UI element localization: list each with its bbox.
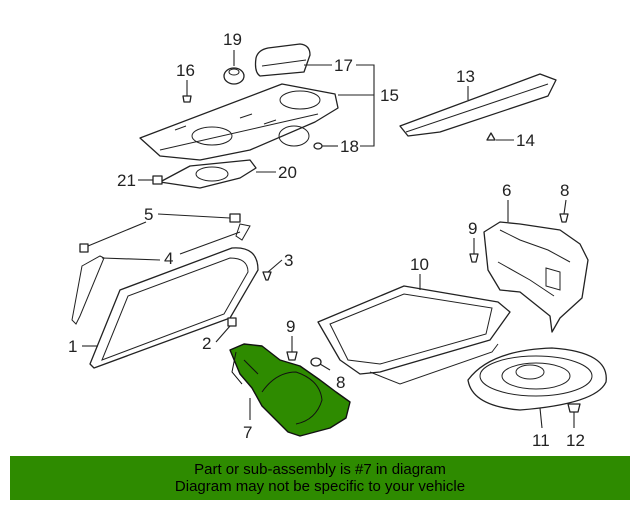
leader-lines xyxy=(82,50,575,429)
part-3-screw xyxy=(262,271,272,281)
part-7-highlighted xyxy=(229,343,351,437)
part-17-pad xyxy=(254,43,311,77)
info-banner: Part or sub-assembly is #7 in diagram Di… xyxy=(10,456,630,500)
part-8-clip-lower xyxy=(310,357,322,367)
banner-line-disclaimer: Diagram may not be specific to your vehi… xyxy=(174,478,466,495)
callout-7: 7 xyxy=(243,423,252,442)
callout-19: 19 xyxy=(223,30,242,49)
callout-15: 15 xyxy=(380,86,399,105)
callout-14: 14 xyxy=(516,131,535,150)
callout-10: 10 xyxy=(410,255,429,274)
part-13-panel xyxy=(399,73,557,137)
banner-line-part: Part or sub-assembly is #7 in diagram xyxy=(194,461,446,478)
part-8-clip-upper xyxy=(559,213,569,223)
callout-labels: 19 16 17 15 18 20 21 13 14 5 4 3 2 1 6 8… xyxy=(68,30,585,450)
part-6-side-trim xyxy=(483,221,589,333)
callout-8-upper: 8 xyxy=(560,181,569,200)
callout-17: 17 xyxy=(334,56,353,75)
part-12-clip xyxy=(567,403,581,413)
part-19-clip xyxy=(223,67,245,85)
part-21-clip xyxy=(152,175,163,185)
part-11-tire-cover xyxy=(467,347,607,411)
callout-21: 21 xyxy=(117,171,136,190)
part-9-clip-lower xyxy=(286,351,298,361)
callout-2: 2 xyxy=(202,334,211,353)
callout-4: 4 xyxy=(164,249,173,268)
part-18-clip xyxy=(313,142,323,150)
callout-1: 1 xyxy=(68,337,77,356)
callout-6: 6 xyxy=(502,181,511,200)
callout-5: 5 xyxy=(144,205,153,224)
callout-13: 13 xyxy=(456,67,475,86)
callout-20: 20 xyxy=(278,163,297,182)
callout-9-lower: 9 xyxy=(286,317,295,336)
part-20-bracket xyxy=(159,159,257,189)
part-16-pin xyxy=(182,95,192,103)
callout-3: 3 xyxy=(284,251,293,270)
callout-16: 16 xyxy=(176,61,195,80)
callout-18: 18 xyxy=(340,137,359,156)
parts-diagram: 19 16 17 15 18 20 21 13 14 5 4 3 2 1 6 8… xyxy=(68,30,607,450)
part-14-clip xyxy=(486,132,496,141)
part-5-clips xyxy=(79,213,241,253)
part-1-side-panel xyxy=(89,247,259,369)
part-9-clip-upper xyxy=(469,253,479,263)
callout-9-upper: 9 xyxy=(468,219,477,238)
callout-11: 11 xyxy=(532,431,550,450)
callout-12: 12 xyxy=(566,431,585,450)
callout-8-lower: 8 xyxy=(336,373,345,392)
part-10-floor-mat xyxy=(317,285,511,385)
part-package-tray xyxy=(139,83,339,161)
part-2-clip xyxy=(227,317,237,327)
part-4-rods xyxy=(71,223,251,325)
